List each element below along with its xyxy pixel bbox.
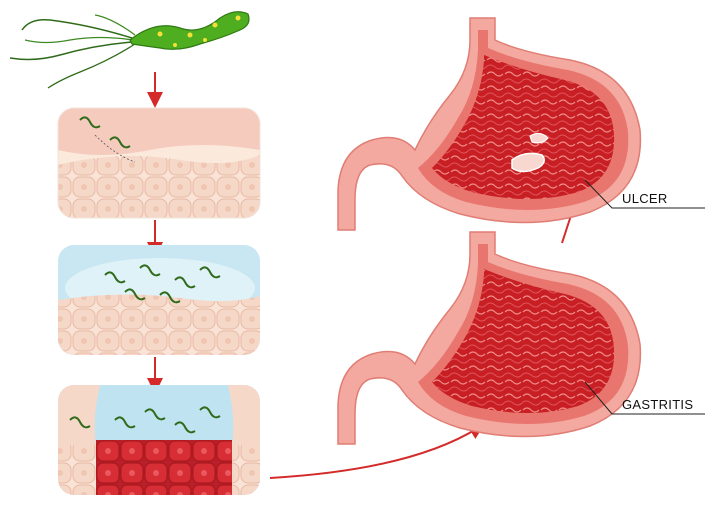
curved-arrow xyxy=(270,428,478,478)
gastritis-label: GASTRITIS xyxy=(622,397,693,412)
panel-mucus-infection xyxy=(58,245,260,355)
ulcer-label: ULCER xyxy=(622,191,668,206)
h-pylori-bacterium-icon xyxy=(10,12,249,88)
panel-inflammation xyxy=(58,385,260,495)
stomach-icon xyxy=(338,18,640,230)
stomach-icon xyxy=(338,232,640,444)
panel-colonization xyxy=(58,108,260,218)
